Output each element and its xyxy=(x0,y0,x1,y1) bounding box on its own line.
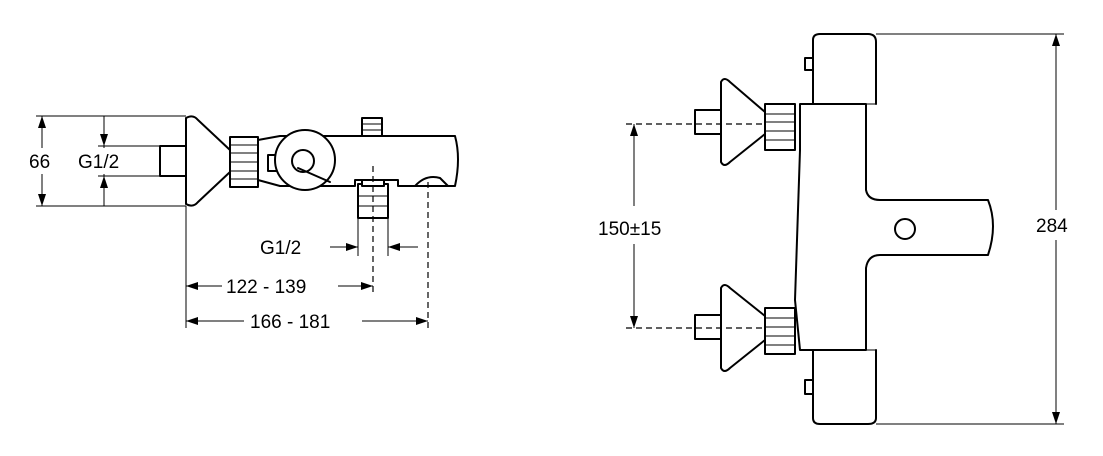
dimension-inlet-spacing: 150±15 xyxy=(598,124,661,328)
label-height-66: 66 xyxy=(29,152,50,173)
label-total-depth: 166 - 181 xyxy=(250,312,330,333)
label-inlet-spacing: 150±15 xyxy=(598,219,661,240)
dimension-inlet-thread: G1/2 xyxy=(76,116,160,206)
dimension-outlet-thread: G1/2 xyxy=(260,238,418,259)
dimension-height: 66 xyxy=(28,115,186,207)
front-bottom-cap xyxy=(804,349,877,425)
label-outlet-thread: G1/2 xyxy=(260,238,301,259)
side-mixer-body xyxy=(257,135,459,187)
side-escutcheon xyxy=(185,115,231,207)
side-wall-connector xyxy=(159,145,187,177)
front-view: 150±15 284 xyxy=(598,33,1068,425)
front-lower-inlet xyxy=(694,284,796,372)
front-mixer-body xyxy=(794,103,994,351)
label-total-height: 284 xyxy=(1036,216,1068,237)
side-top-knob xyxy=(361,117,383,137)
side-control-handle xyxy=(274,129,336,191)
front-top-cap xyxy=(804,33,877,105)
side-shower-outlet xyxy=(414,176,449,187)
dimension-total-height: 284 xyxy=(876,33,1068,425)
side-connection-nut xyxy=(229,136,259,188)
side-view: 66 G1/2 G1/2 xyxy=(28,115,459,333)
dimension-depth-to-outlet: 122 - 139 xyxy=(186,277,373,298)
label-depth-to-outlet: 122 - 139 xyxy=(226,277,306,298)
dimension-total-depth: 166 - 181 xyxy=(186,312,428,333)
label-inlet-thread: G1/2 xyxy=(78,152,119,173)
front-lever-hole xyxy=(894,218,916,240)
front-upper-inlet xyxy=(694,78,796,166)
